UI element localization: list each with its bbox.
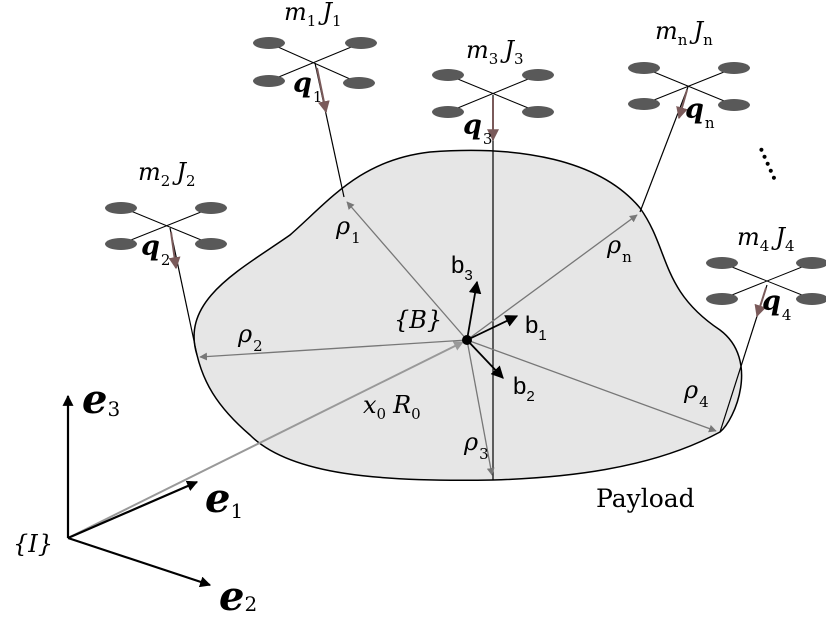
position-vector-x0	[67, 341, 464, 539]
b2-label: b2	[513, 373, 535, 405]
ellipsis: ·····	[747, 141, 786, 187]
quadrotor-3	[432, 69, 554, 118]
rotor-icon	[628, 62, 750, 111]
rhon-label: ρn	[606, 231, 632, 266]
rhon-vector	[466, 214, 638, 341]
cable-2	[169, 227, 198, 356]
rho4-vector	[466, 339, 717, 433]
e3-label: e3	[82, 376, 120, 423]
b2-axis	[466, 339, 504, 379]
rotor-icon	[105, 202, 227, 250]
cables	[169, 62, 768, 480]
quadrotor-n	[628, 62, 750, 111]
rotor-icon	[253, 37, 377, 89]
payload-body	[193, 149, 743, 482]
rho2-label: ρ2	[237, 320, 263, 355]
qn-vector	[676, 89, 688, 120]
rotor-icon	[432, 69, 554, 118]
q1-vector	[316, 67, 330, 114]
q3-label: q3	[463, 110, 492, 148]
body-axes	[466, 280, 519, 379]
b3-axis	[466, 280, 482, 341]
rho2-vector	[199, 339, 468, 361]
body-center-point	[462, 335, 472, 345]
q4-vector	[754, 287, 767, 318]
b3-label: b3	[451, 252, 473, 284]
q2-label: q2	[141, 231, 170, 269]
payload-label: Payload	[596, 484, 695, 513]
rho3-vector	[466, 339, 495, 476]
rho3-label: ρ3	[463, 428, 489, 463]
inertial-frame-label: {I}	[13, 530, 53, 558]
rho4-label: ρ4	[683, 376, 709, 411]
rho-vectors	[199, 201, 717, 476]
b1-label: b1	[525, 312, 547, 344]
e2-axis	[67, 536, 212, 588]
e1-axis	[67, 480, 199, 540]
e1-label: e1	[205, 475, 243, 523]
e2-label: e2	[219, 573, 257, 617]
quadrotor-2	[105, 202, 227, 250]
q1-label: q1	[293, 68, 322, 106]
inertial-axes	[62, 394, 212, 588]
rho1-label: ρ1	[335, 212, 361, 247]
body-frame-label: {B}	[394, 306, 442, 334]
quadrotor-1	[253, 37, 377, 89]
qn-label: qn	[685, 94, 715, 132]
q2-vector	[168, 231, 181, 270]
b1-axis	[466, 315, 519, 341]
q4-label: q4	[762, 286, 791, 324]
rotor-icon	[706, 257, 826, 305]
cable-vectors	[168, 67, 767, 318]
quadrotor-4	[706, 257, 826, 305]
rho1-vector	[346, 201, 468, 341]
